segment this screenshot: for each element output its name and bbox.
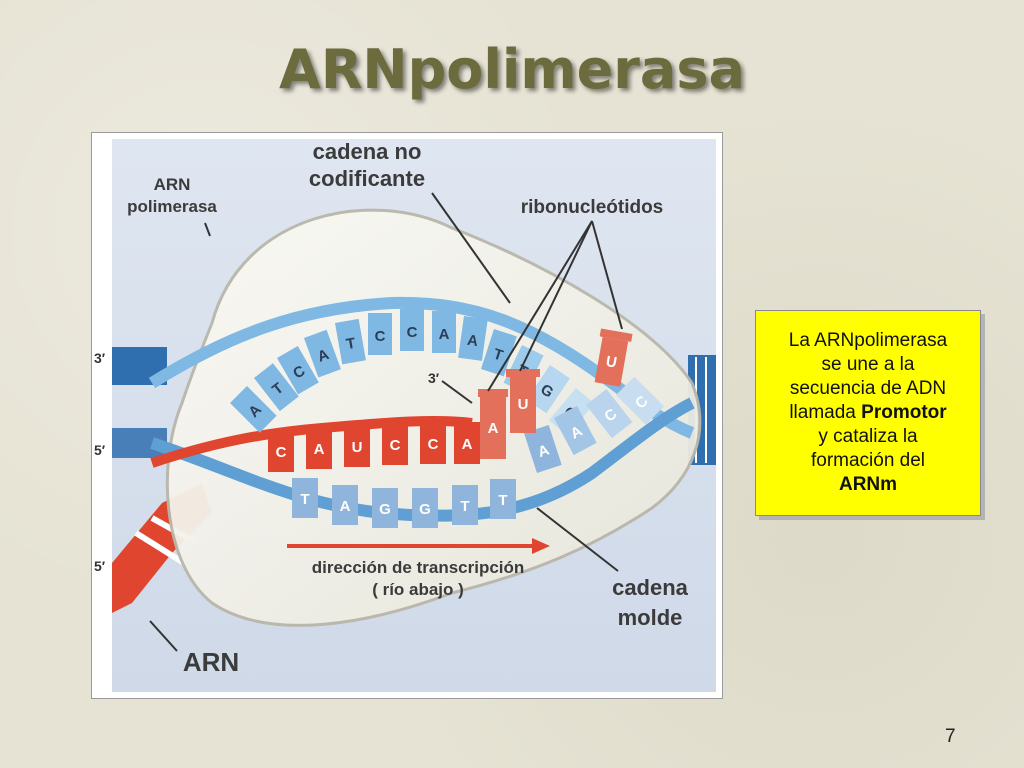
rna-base-letter: A (462, 436, 473, 453)
coding-base (481, 329, 517, 377)
callout-box: La ARNpolimerasa se une a la secuencia d… (755, 310, 981, 516)
rna-base (268, 430, 294, 472)
rna-base (306, 427, 332, 469)
label-template: cadena (612, 575, 689, 600)
coding-base (304, 329, 341, 378)
free-nucleotide (480, 397, 506, 459)
coding-base-letter: C (375, 328, 386, 345)
rna-base-letter: U (352, 439, 363, 456)
nucleotide-stem (478, 389, 508, 397)
leader-line-3prime (441, 380, 473, 404)
leader-line-ribo-2 (519, 220, 593, 372)
callout-text: llamada (789, 402, 862, 423)
template-base (412, 488, 438, 528)
free-nucleotide-letter: U (605, 353, 619, 372)
callout-line-arnm: ARNm (839, 473, 897, 497)
rna-base-letter: C (276, 444, 287, 461)
template-base (490, 479, 516, 519)
label-direction: dirección de transcripción (312, 558, 525, 577)
rna-base (382, 423, 408, 465)
slide-title: ARNpolimerasa (279, 38, 745, 101)
coding-base (230, 386, 277, 433)
nucleotide-stem (599, 328, 633, 342)
callout-line: secuencia de ADN (789, 378, 947, 399)
label-rna-polymerase-2: polimerasa (127, 197, 217, 216)
template-base (524, 424, 562, 473)
coding-base-letter: T (345, 335, 357, 353)
rna-exit-stripe (134, 530, 186, 566)
template-base (372, 488, 398, 528)
rna-bases: C A U C C A (268, 422, 480, 472)
leader-line-rna (149, 620, 178, 652)
leader-line-noncoding (431, 192, 511, 304)
rna-base (344, 425, 370, 467)
coding-base (277, 346, 319, 395)
template-base (616, 376, 665, 425)
template-base-letter: A (536, 442, 552, 462)
template-base (586, 388, 633, 439)
rna-base (420, 422, 446, 464)
callout-line: se une a la (821, 354, 915, 375)
coding-base (368, 313, 392, 355)
callout-bold-arnm: ARNm (838, 474, 898, 495)
leader-line-ribo-1 (487, 220, 593, 392)
template-base (292, 478, 318, 518)
label-non-coding: cadena no (313, 139, 422, 164)
label-3prime-inner: 3′ (428, 370, 440, 386)
free-nucleotide-letter: A (488, 420, 499, 437)
coding-base-letter: C (407, 324, 418, 341)
direction-arrow-head (532, 538, 550, 554)
template-base-letter: T (460, 498, 469, 515)
coding-base (526, 365, 570, 414)
rna-base-letter: C (428, 436, 439, 453)
template-base-letter: A (340, 498, 351, 515)
transcription-diagram-svg: A T C A T C C A A T T G G T A G G T (94, 139, 716, 692)
free-nucleotide (510, 377, 536, 433)
label-ribonucleotides: ribonucleótidos (521, 197, 664, 218)
template-base (332, 485, 358, 525)
callout-line: La ARNpolimerasa (788, 330, 948, 351)
callout-line-promotor: llamada Promotor (789, 401, 946, 425)
callout-line: formación del (810, 450, 926, 471)
template-base-letter: G (419, 501, 431, 518)
template-base-letter: T (498, 492, 507, 509)
leader-line-polymerase (204, 222, 211, 237)
template-base-letter: T (300, 491, 309, 508)
coding-base (458, 316, 488, 361)
template-base (452, 485, 478, 525)
label-direction-2: ( río abajo ) (372, 580, 464, 599)
leader-line-template (536, 507, 619, 572)
rna-base-letter: C (390, 437, 401, 454)
transcription-diagram: A T C A T C C A A T T G G T A G G T (91, 132, 723, 699)
label-5prime-mid: 5′ (94, 442, 106, 458)
coding-base (254, 363, 299, 412)
coding-base (335, 318, 366, 365)
page-number: 7 (945, 726, 956, 747)
free-nucleotide-letter: U (518, 396, 529, 413)
template-base (554, 405, 597, 456)
nucleotide-stem (506, 369, 540, 377)
coding-base (400, 309, 424, 351)
leader-line-ribo-3 (591, 220, 623, 330)
label-3prime-top: 3′ (94, 350, 106, 366)
coding-base-letter: A (439, 326, 450, 343)
template-strand-bases: T A G G T T A A C C (292, 376, 665, 528)
free-nucleotides: A U U (478, 328, 633, 459)
coding-base (432, 311, 456, 353)
callout-line: y cataliza la (818, 426, 918, 447)
label-rna-polymerase: ARN (154, 175, 191, 194)
label-template-2: molde (618, 605, 683, 630)
rna-base-letter: A (314, 441, 325, 458)
template-base-letter: G (379, 501, 391, 518)
rna-base (454, 422, 480, 464)
coding-strand-bases: A T C A T C C A A T T G G (230, 309, 595, 436)
label-rna: ARN (183, 647, 239, 677)
coding-base-letter: A (466, 332, 479, 350)
label-5prime-bottom: 5′ (94, 558, 106, 574)
free-nucleotide (594, 336, 629, 387)
callout-bold-promotor: Promotor (861, 402, 947, 423)
label-non-coding-2: codificante (309, 166, 425, 191)
